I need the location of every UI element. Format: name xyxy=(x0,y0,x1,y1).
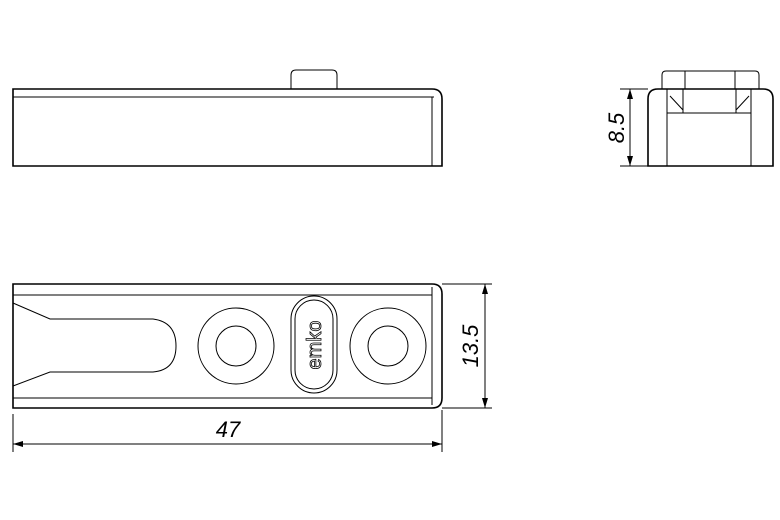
svg-text:emko: emko xyxy=(304,321,326,370)
hole-right-outer xyxy=(349,307,427,385)
side-view xyxy=(647,70,774,167)
logo-recess-inner xyxy=(294,299,334,390)
logo-recess-outer xyxy=(290,295,338,394)
height-label: 8.5 xyxy=(604,112,629,143)
plan-view: emko xyxy=(12,283,443,409)
length-label: 47 xyxy=(216,417,241,442)
height-dimension: 8.5 xyxy=(604,88,648,167)
hole-left-outer xyxy=(197,307,275,385)
width-label: 13.5 xyxy=(458,324,483,368)
length-dimension: 47 xyxy=(12,410,443,452)
front-view xyxy=(12,69,443,167)
hole-left-inner xyxy=(215,325,257,367)
top-boss xyxy=(290,69,338,89)
width-dimension: 13.5 xyxy=(442,283,492,409)
hole-right-inner xyxy=(367,325,409,367)
slot xyxy=(12,302,177,387)
logo: emko xyxy=(304,320,327,370)
